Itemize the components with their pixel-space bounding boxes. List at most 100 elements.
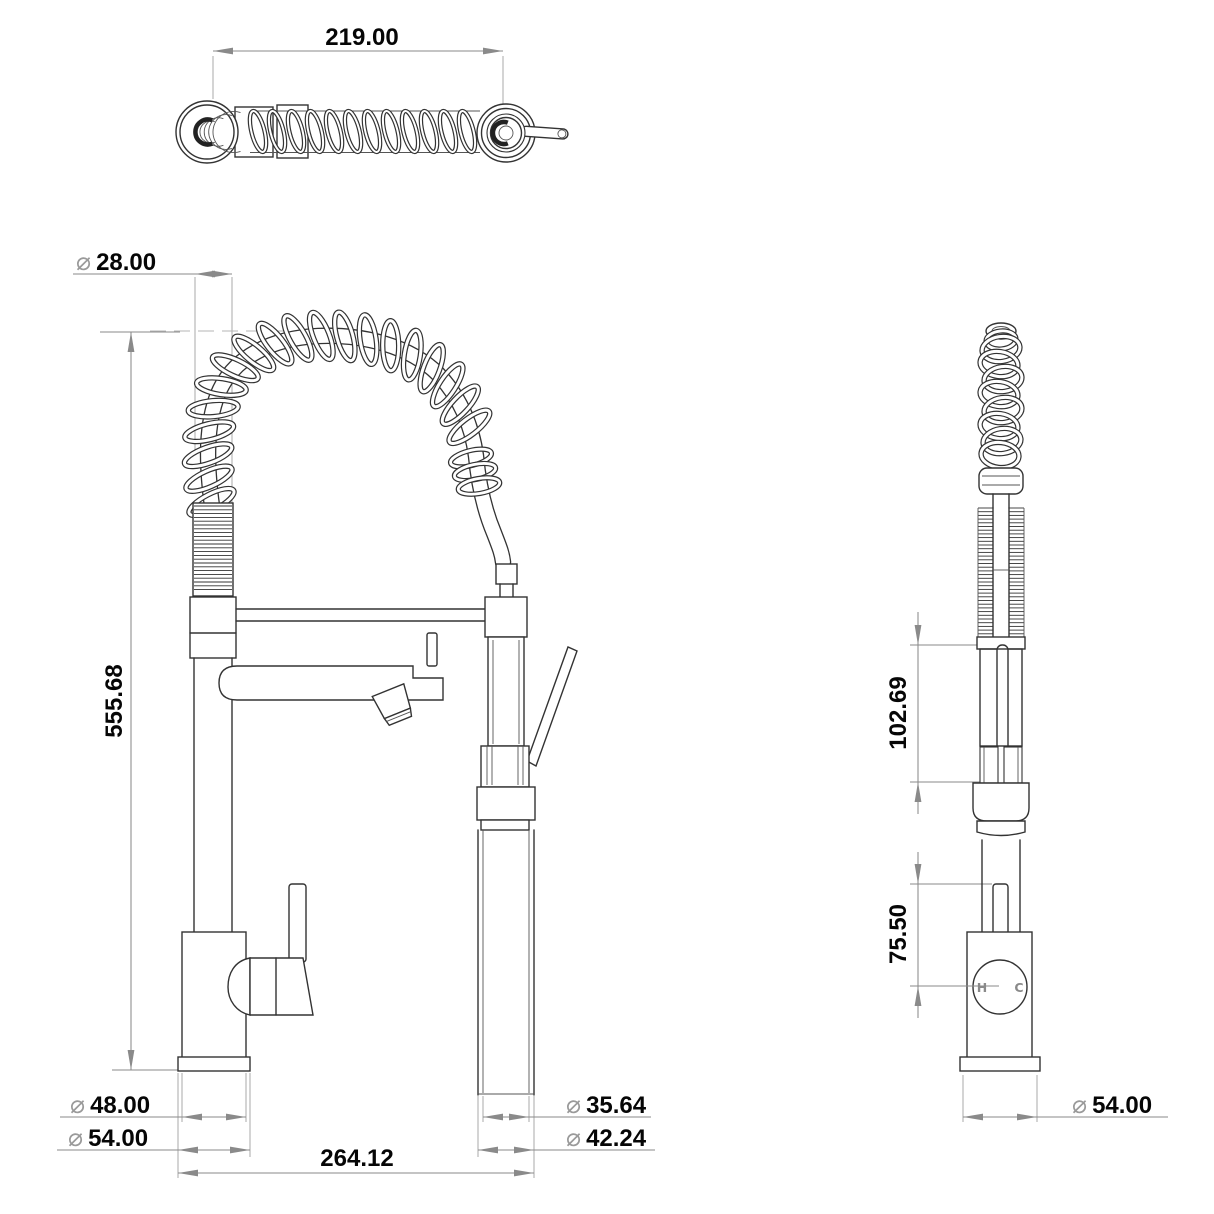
dim-arrow	[127, 332, 135, 352]
handle-base	[249, 957, 314, 1016]
dim-handle-height: 75.50	[885, 904, 912, 964]
top-view-spring-coil	[247, 108, 478, 155]
mixer-dome	[227, 957, 251, 1016]
side-spray-bulb	[972, 782, 1030, 822]
spray-grip	[480, 745, 530, 788]
dim-arrow	[509, 1113, 529, 1121]
side-loop-core	[981, 426, 1023, 456]
coil-loop-core	[232, 334, 276, 373]
coil-loop-core	[267, 110, 287, 153]
side-coil-ridges	[978, 507, 1024, 638]
coil-loop-core	[418, 343, 445, 394]
dim-reach: 264.12	[320, 1145, 393, 1172]
coil-loop-core	[183, 420, 236, 443]
dim-spring-od: ⌀28.00	[76, 247, 156, 276]
side-loop-core	[980, 334, 1022, 364]
coil-loop-core	[430, 362, 465, 409]
dim-arrow	[178, 1169, 198, 1177]
coil-loop-core	[357, 313, 379, 366]
side-base-flange	[959, 1056, 1041, 1072]
coil-loop-core	[186, 398, 240, 419]
spray-neck-band	[480, 819, 530, 831]
coil-loop-core	[182, 442, 234, 469]
dim-arrow	[478, 1146, 498, 1154]
hot-label: H	[977, 980, 987, 995]
dim-arrow	[483, 47, 503, 55]
tight-coil-ridges	[194, 505, 232, 591]
front-spring-coil	[181, 309, 493, 519]
dim-arrow	[914, 782, 922, 802]
dim-arrow	[195, 270, 215, 278]
handle-lever	[288, 883, 307, 963]
coil-loop-core	[419, 110, 439, 153]
coil-loop-core	[457, 110, 477, 153]
coil-loop-core	[305, 110, 325, 153]
coil-loop-core	[282, 314, 314, 362]
coil-loop-core	[333, 310, 357, 363]
coil-loop-core	[343, 110, 363, 153]
dim-arrow	[914, 864, 922, 884]
coil-loop-core	[184, 464, 234, 493]
side-spring-coil	[977, 328, 1025, 471]
side-loop-core	[978, 379, 1020, 409]
dim-arrow	[178, 1146, 198, 1154]
dim-spray-inner-od: ⌀35.64	[566, 1090, 647, 1119]
base-flange	[177, 1056, 251, 1072]
extension-lines	[100, 56, 1038, 1178]
hose-collar	[495, 563, 518, 585]
coil-loop-core	[256, 321, 294, 366]
dim-top-width: 219.00	[325, 24, 398, 51]
side-view: H C	[910, 322, 1041, 1072]
coil-loop-core	[362, 110, 382, 153]
coil-loop-core	[400, 110, 420, 153]
top-view-lever-pin	[520, 125, 569, 140]
dim-arrow	[127, 1050, 135, 1070]
coil-loop-core	[402, 328, 423, 382]
side-spring-collar	[978, 467, 1024, 495]
front-view	[177, 309, 578, 1096]
coil-loop-core	[195, 376, 248, 397]
tight-coil-section	[192, 502, 234, 597]
dim-body-od: ⌀48.00	[70, 1090, 150, 1119]
side-loop-core	[978, 411, 1020, 441]
spray-head-body	[487, 636, 525, 747]
hub-left	[175, 100, 239, 164]
coil-loop-core	[324, 110, 344, 153]
aerator-head	[371, 682, 413, 727]
dim-arrow	[182, 1113, 202, 1121]
dim-arrow	[226, 1113, 246, 1121]
dimension-arrows	[127, 47, 1037, 1177]
coil-loop-core	[248, 110, 268, 153]
hot-cold-indicator	[972, 959, 1028, 1015]
coil-loop-core	[210, 353, 260, 383]
coil-loop-core	[447, 408, 492, 445]
coil-loop-core	[381, 319, 401, 373]
spray-head-block	[484, 596, 528, 638]
riser-coupler	[189, 596, 237, 659]
dim-arrow	[914, 986, 922, 1006]
end-ring-core	[456, 476, 502, 496]
spray-lever	[526, 646, 578, 768]
dim-side-base-od: ⌀54.00	[1072, 1090, 1152, 1119]
dim-arrow	[1017, 1113, 1037, 1121]
dim-arrow	[963, 1113, 983, 1121]
cold-label: C	[1014, 980, 1023, 995]
dim-spray-head-length: 102.69	[885, 676, 912, 749]
spout-arm	[218, 665, 444, 701]
hub-right-crescent	[490, 119, 509, 147]
dim-arrow	[230, 1146, 250, 1154]
dimension-layer: 219.00 ⌀28.00 555.68 ⌀48.00 ⌀54.00 264.1…	[57, 24, 1168, 1177]
side-loop-core	[978, 349, 1020, 379]
top-view	[175, 100, 569, 164]
dim-arrow	[213, 47, 233, 55]
coil-loop-core	[308, 310, 335, 361]
side-spray-tip	[976, 820, 1026, 837]
dim-height: 555.68	[101, 664, 128, 737]
hub-left-crescent	[193, 117, 214, 147]
coil-loop-core	[286, 110, 306, 153]
dim-arrow	[483, 1113, 503, 1121]
coil-loop-core	[438, 110, 458, 153]
dim-arrow	[914, 625, 922, 645]
